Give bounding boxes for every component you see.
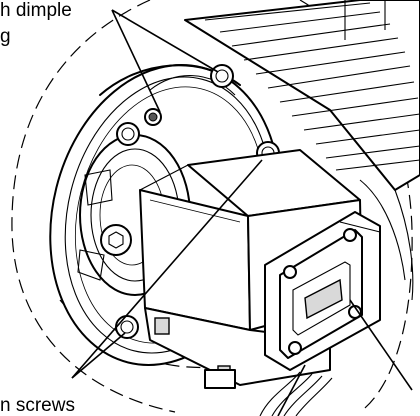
cable-bundle (259, 371, 333, 416)
flange-screw-4 (115, 315, 139, 339)
flange-screw-2 (116, 122, 140, 146)
callout-dimple-label-line2: g (0, 26, 11, 47)
callout-screws-label: n screws (0, 395, 75, 416)
heatsink-housing (184, 0, 420, 301)
leader-lines (71, 9, 413, 416)
callout-dimple-label: h dimple (0, 0, 72, 21)
flange-screw-1 (210, 64, 234, 88)
hex-socket-screw (100, 224, 132, 256)
dimple-screw (144, 108, 162, 126)
connector-plate (264, 211, 381, 371)
